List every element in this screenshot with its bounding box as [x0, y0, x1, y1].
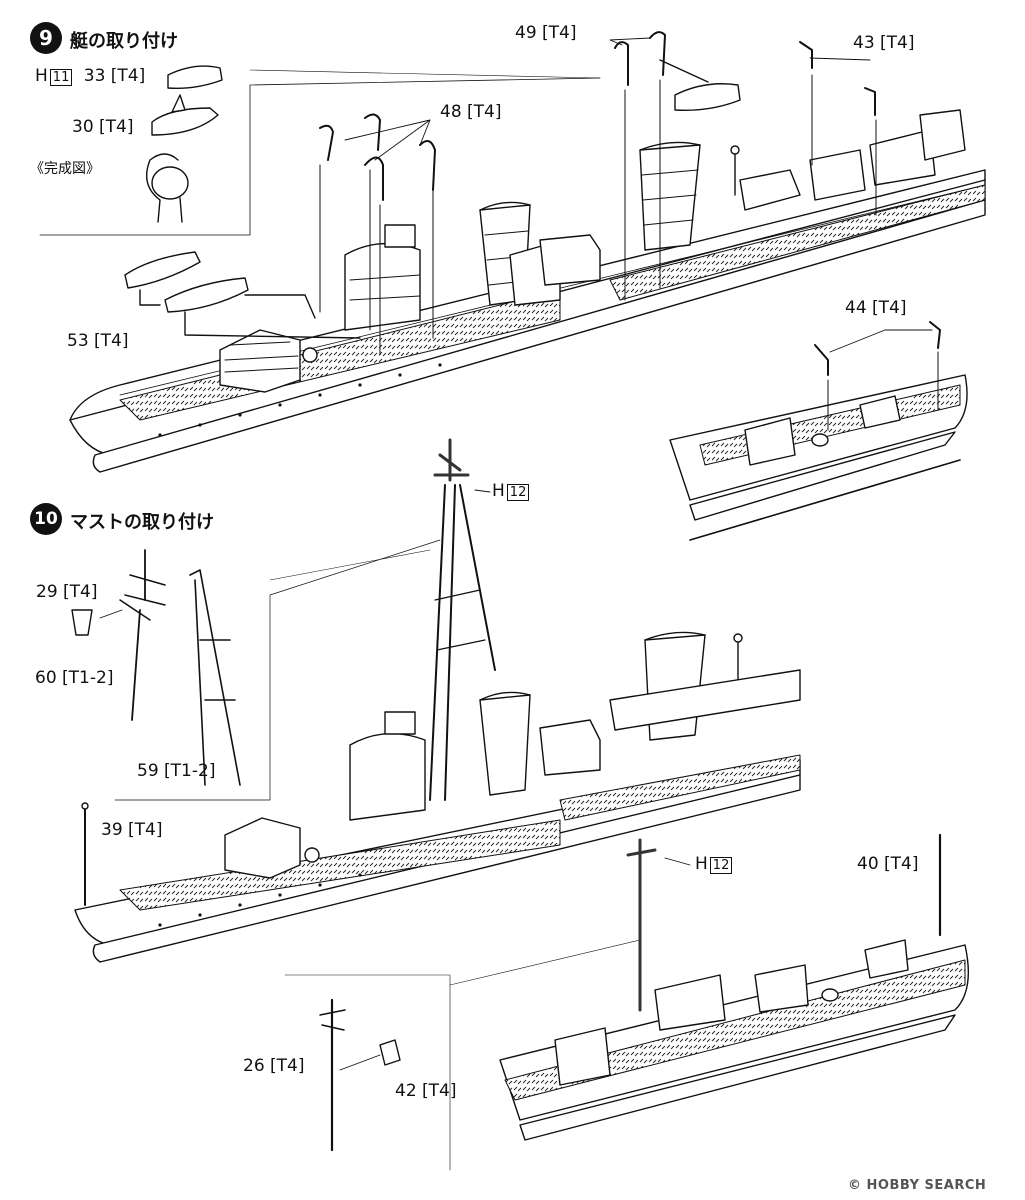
part-53-label: 53 [T4] [67, 331, 129, 351]
part-44-label: 44 [T4] [845, 298, 907, 318]
step10-stern-inset [499, 833, 970, 1141]
part-59-label: 59 [T1-2] [137, 761, 216, 781]
step-9-title: 艇の取り付け [70, 31, 178, 52]
part-26-label: 26 [T4] [243, 1056, 305, 1076]
watermark: © HOBBY SEARCH [848, 1178, 986, 1193]
part-30-label: 30 [T4] [72, 117, 134, 137]
part-39-label: 39 [T4] [101, 820, 163, 840]
part-49-label: 49 [T4] [515, 23, 577, 43]
part-40-label: 40 [T4] [857, 854, 919, 874]
step9-hull [69, 109, 986, 473]
mast-rear-prefix: H [695, 854, 708, 874]
step-9-badge: 9 [30, 22, 62, 54]
step10-hull [74, 631, 801, 963]
completed-view-note: 《完成図》 [30, 161, 100, 177]
step-10-title: マストの取り付け [70, 512, 214, 533]
part-42-label: 42 [T4] [395, 1081, 457, 1101]
watermark-text: HOBBY SEARCH [866, 1178, 987, 1193]
part-60-label: 60 [T1-2] [35, 668, 114, 688]
part-48-label: 48 [T4] [440, 102, 502, 122]
part-43-label: 43 [T4] [853, 33, 915, 53]
mast-top-box: 12 [506, 484, 530, 501]
step9-stern-inset [669, 321, 968, 541]
part-33-box: 11 [49, 69, 73, 86]
mast-top-prefix: H [492, 481, 505, 501]
mast-rear-box: 12 [709, 857, 733, 874]
part-33-text: 33 [T4] [83, 66, 146, 86]
part-29-label: 29 [T4] [36, 582, 98, 602]
watermark-copyright: © [848, 1178, 862, 1193]
step-10-badge: 10 [30, 503, 62, 535]
part-33-prefix: H [35, 66, 48, 86]
